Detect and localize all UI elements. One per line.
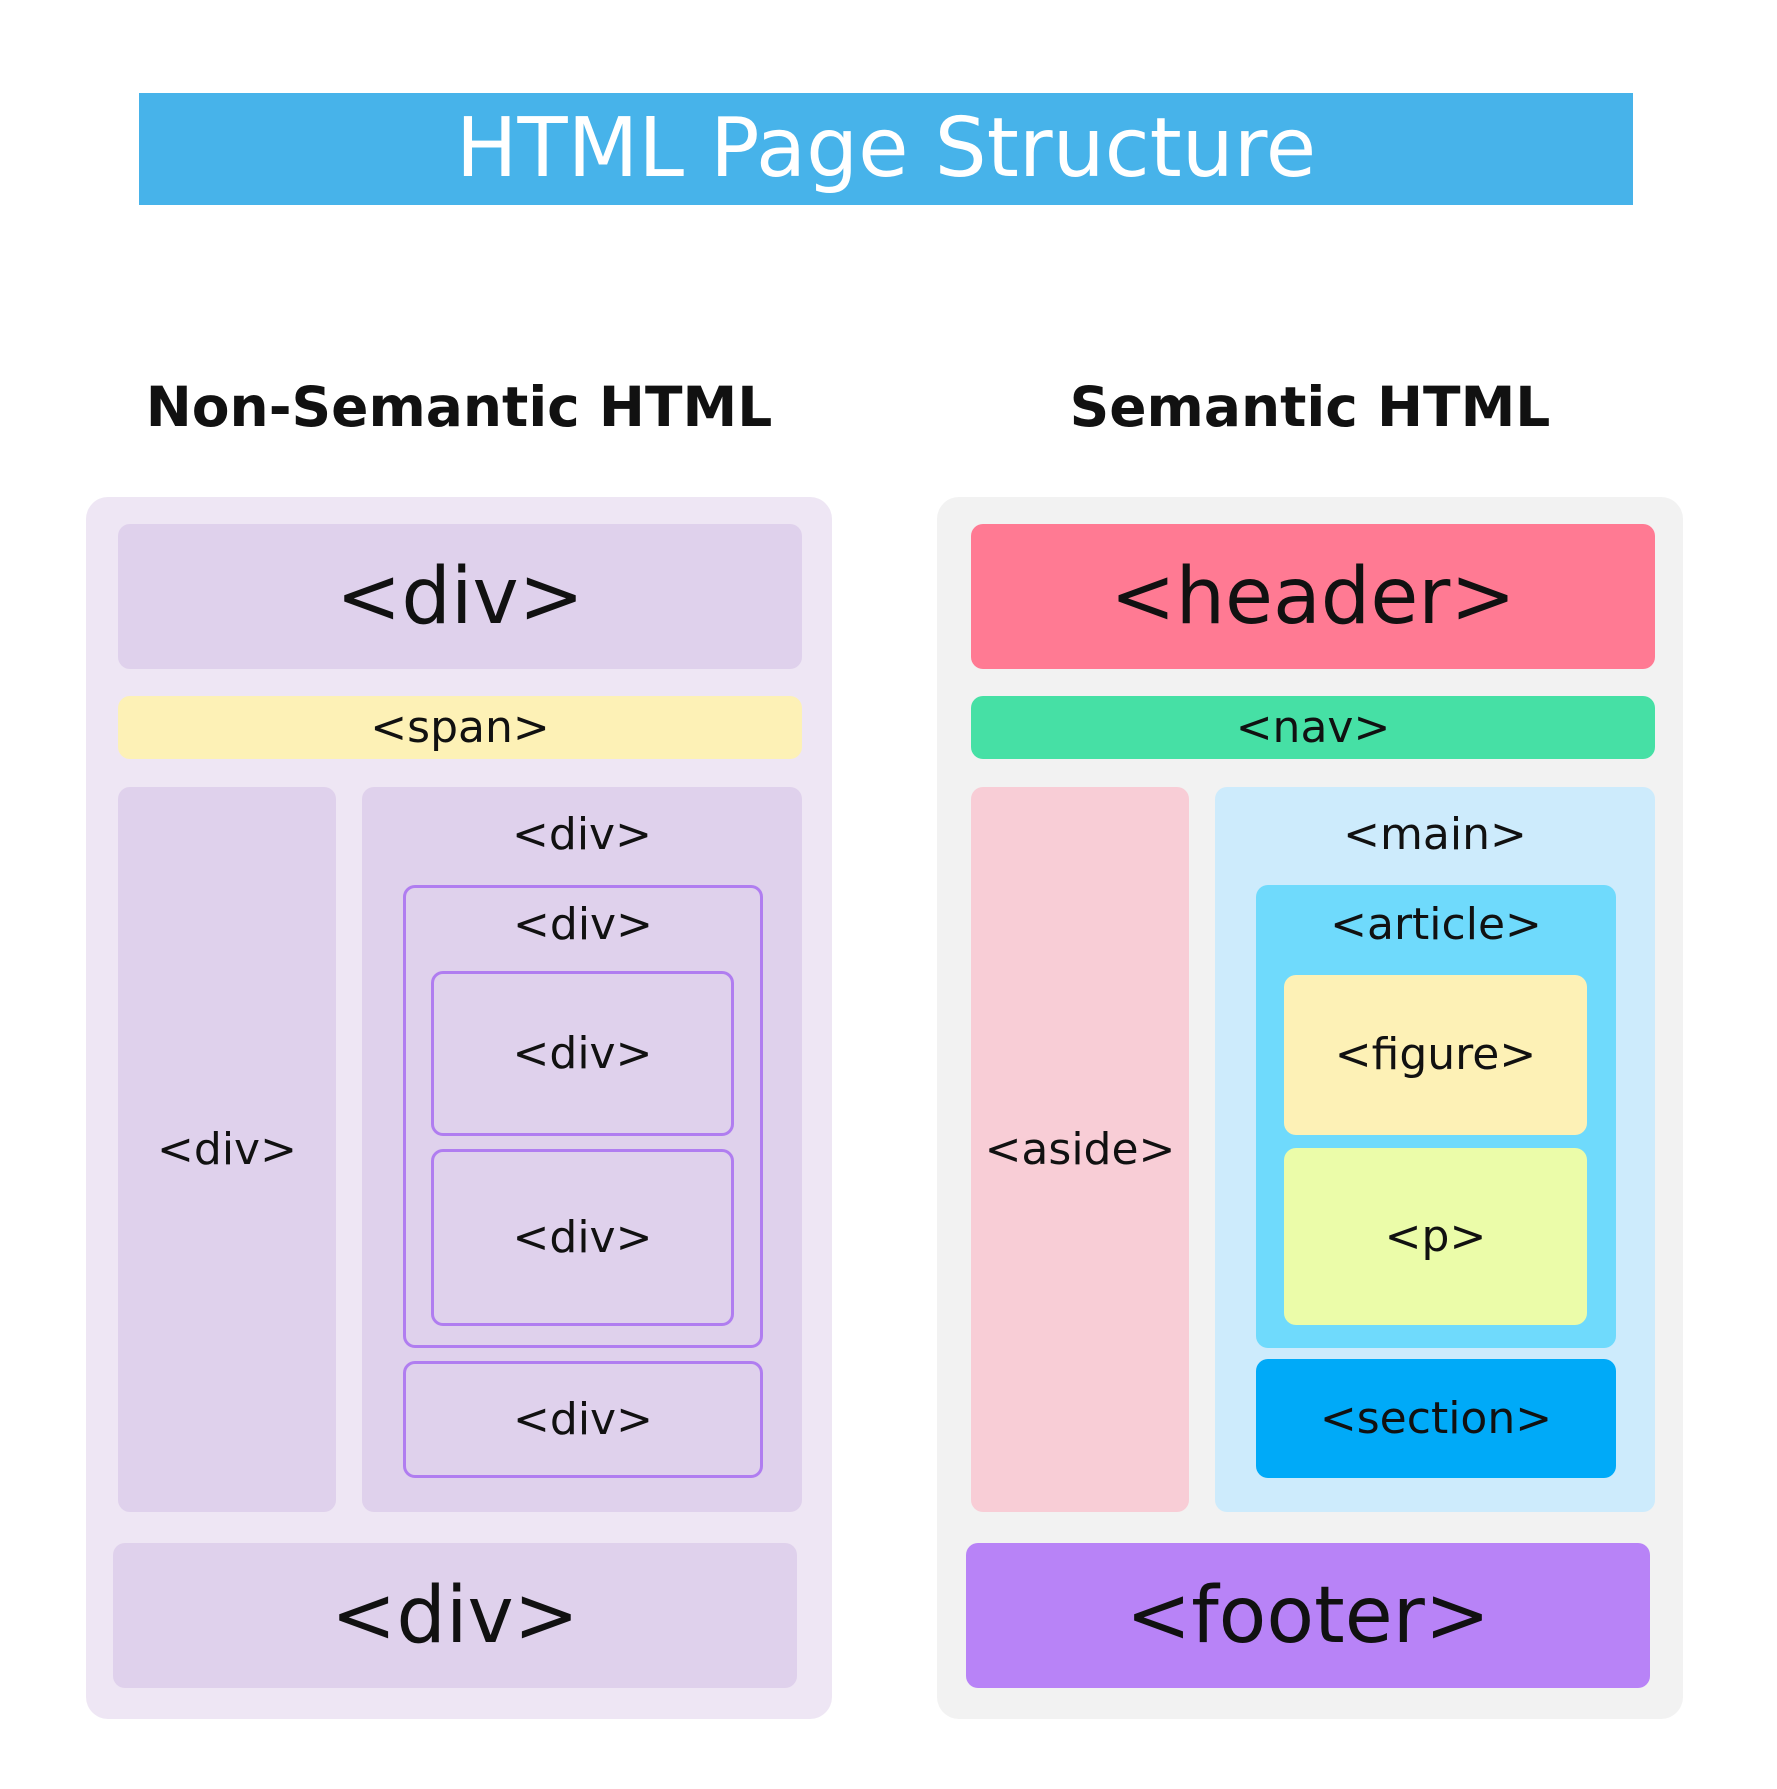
p-box: <p>: [1284, 1148, 1587, 1325]
div-inner-box-1-label: <div>: [512, 1027, 653, 1079]
div-inner-container-label: <div>: [513, 899, 653, 950]
span-label: <span>: [370, 701, 550, 753]
section-label: <section>: [1319, 1392, 1553, 1444]
section-box: <section>: [1256, 1359, 1616, 1478]
div-footer-box: <div>: [113, 1543, 797, 1688]
aside-box: <aside>: [971, 787, 1189, 1512]
div-footer-label: <div>: [330, 1570, 580, 1661]
nav-label: <nav>: [1235, 701, 1391, 753]
figure-label: <figure>: [1334, 1029, 1537, 1080]
article-label: <article>: [1330, 899, 1542, 950]
div-top-label: <div>: [335, 551, 585, 642]
p-label: <p>: [1384, 1210, 1487, 1262]
div-inner-box-1: <div>: [431, 971, 734, 1136]
footer-label: <footer>: [1125, 1570, 1491, 1661]
div-content-label: <div>: [512, 809, 652, 860]
footer-box: <footer>: [966, 1543, 1650, 1688]
div-bottom-box-label: <div>: [513, 1393, 653, 1445]
div-bottom-box: <div>: [403, 1361, 763, 1478]
div-inner-container: [403, 885, 763, 1348]
span-bar: <span>: [118, 696, 802, 759]
div-top-box: <div>: [118, 524, 802, 669]
header-box: <header>: [971, 524, 1655, 669]
div-inner-box-2: <div>: [431, 1149, 734, 1326]
div-inner-box-2-label: <div>: [512, 1211, 653, 1263]
aside-label: <aside>: [984, 1123, 1176, 1175]
div-side-label: <div>: [157, 1123, 297, 1175]
main-label: <main>: [1343, 809, 1527, 860]
semantic-heading: Semantic HTML: [1069, 374, 1551, 439]
div-side-box: <div>: [118, 787, 336, 1512]
non-semantic-heading: Non-Semantic HTML: [145, 374, 773, 439]
header-label: <header>: [1110, 551, 1516, 642]
nav-bar: <nav>: [971, 696, 1655, 759]
title-banner: HTML Page Structure: [139, 93, 1633, 205]
figure-box: <figure>: [1284, 975, 1587, 1135]
page-title: HTML Page Structure: [455, 101, 1317, 196]
